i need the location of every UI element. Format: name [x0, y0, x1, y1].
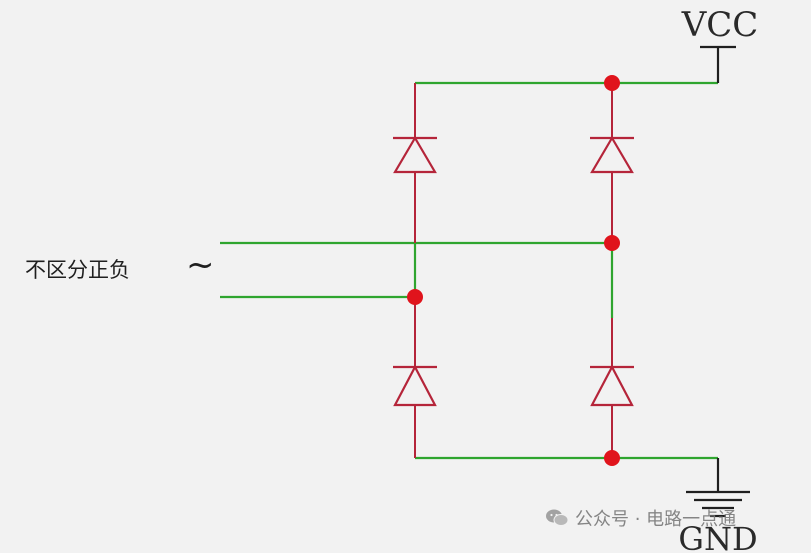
ground-icon [686, 458, 750, 518]
vcc-label: VCC [681, 5, 759, 45]
gnd-label: GND [678, 520, 757, 553]
input-polarity-label: 不区分正负 [25, 258, 130, 282]
watermark-text: 公众号 · 电路一点通 [575, 509, 737, 530]
wechat-icon [545, 508, 569, 528]
wires [220, 81, 718, 460]
diode-top-right [590, 135, 634, 174]
junction-bottom-right [604, 450, 620, 466]
junction-top-right [604, 75, 620, 91]
diode-top-left [393, 135, 437, 174]
diode-bottom-right [590, 364, 634, 407]
junction-mid-left [407, 289, 423, 305]
junctions [407, 75, 620, 466]
watermark: 公众号 · 电路一点通 [545, 505, 736, 531]
diode-bottom-left [393, 364, 437, 407]
vcc-symbol [700, 45, 736, 83]
junction-mid-right [604, 235, 620, 251]
ac-tilde-symbol: ~ [186, 245, 215, 285]
diode-leads [414, 83, 613, 458]
